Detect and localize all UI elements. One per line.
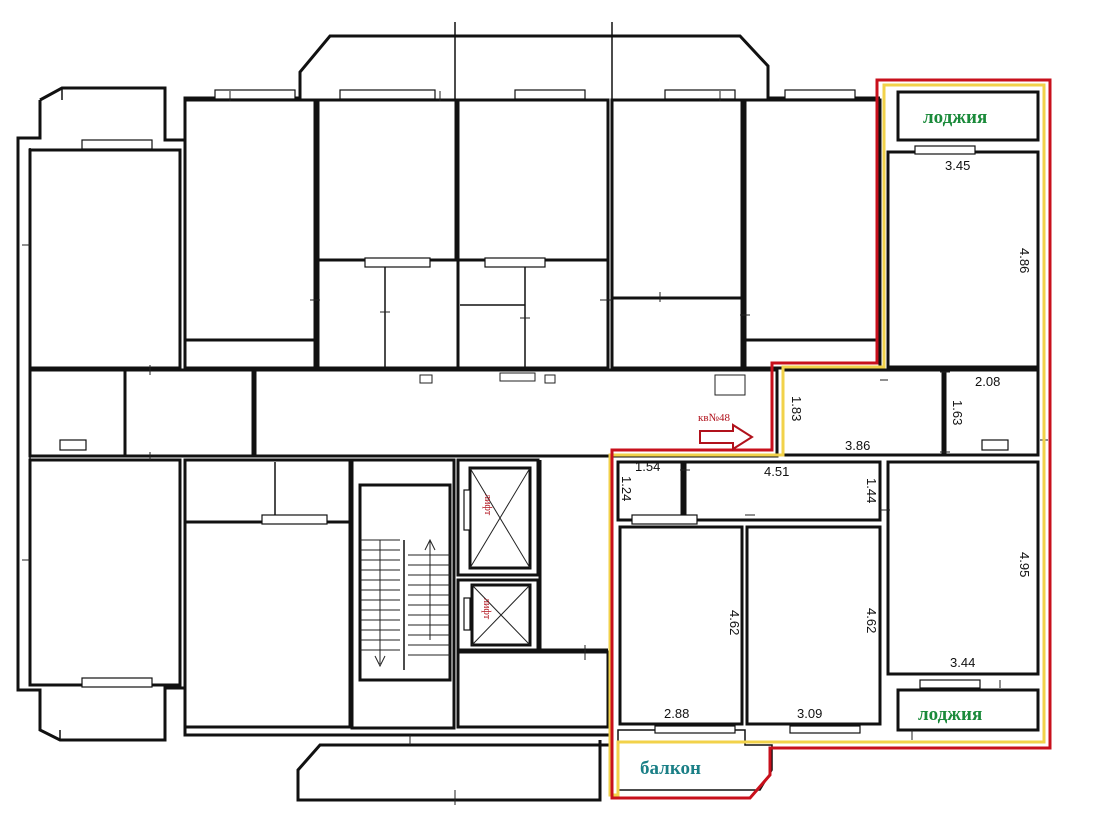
dim-hall-width: 1.83 bbox=[789, 396, 804, 421]
stair-steps bbox=[360, 538, 450, 670]
apartment-outline-inner bbox=[608, 83, 1046, 797]
loggia-bottom-label: лоджия bbox=[918, 704, 982, 725]
balcony-label: балкон bbox=[640, 758, 701, 779]
lower-block bbox=[183, 458, 610, 805]
dim-room-left-length: 4.62 bbox=[727, 610, 742, 635]
apartment-outline bbox=[610, 78, 1052, 800]
dim-bath-height: 1.24 bbox=[619, 476, 634, 501]
lift-lower-label: лифт bbox=[481, 598, 492, 620]
upper-rooms bbox=[183, 22, 882, 370]
apartment-48 bbox=[616, 90, 1048, 791]
corridor bbox=[253, 368, 779, 458]
dim-kitchen-hall-width: 4.51 bbox=[764, 464, 789, 479]
left-wing bbox=[22, 139, 255, 688]
entrance-arrow-icon bbox=[699, 423, 754, 451]
dim-room-top-length: 4.86 bbox=[1017, 248, 1032, 273]
dim-kitchen-hall-height: 1.44 bbox=[864, 478, 879, 503]
dim-corridor-small-height: 1.63 bbox=[950, 400, 965, 425]
apartment-label: кв№48 bbox=[698, 412, 731, 424]
dim-room-mid-width: 3.09 bbox=[797, 706, 822, 721]
dim-room-top-width: 3.45 bbox=[945, 158, 970, 173]
loggia-top-label: лоджия bbox=[923, 107, 987, 128]
dim-room-left-width: 2.88 bbox=[664, 706, 689, 721]
dim-room-bottom-right-width: 3.44 bbox=[950, 655, 975, 670]
lift-upper-label: лифт bbox=[482, 494, 493, 516]
dim-room-bottom-right-length: 4.95 bbox=[1017, 552, 1032, 577]
dim-bath-width: 1.54 bbox=[635, 459, 660, 474]
dim-hall-length: 3.86 bbox=[845, 438, 870, 453]
dim-corridor-small-width: 2.08 bbox=[975, 374, 1000, 389]
dim-room-mid-length: 4.62 bbox=[864, 608, 879, 633]
